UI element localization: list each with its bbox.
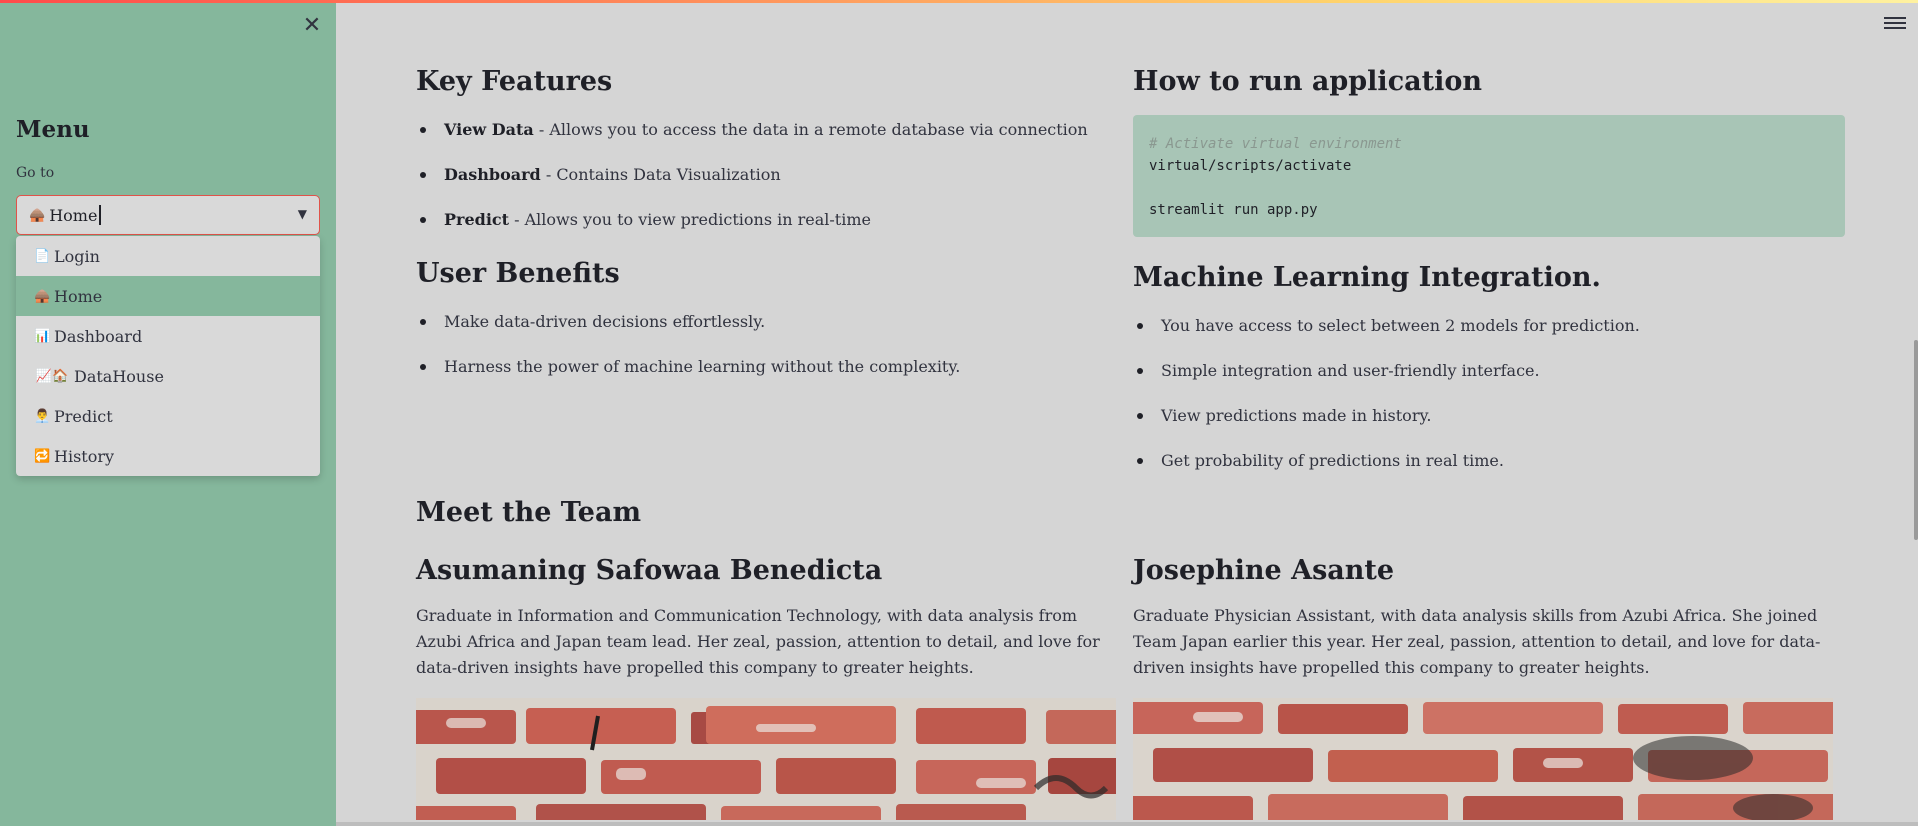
feature-name: View Data — [444, 120, 534, 139]
list-item: Get probability of predictions in real t… — [1133, 451, 1845, 471]
option-label: Login — [54, 246, 100, 266]
key-features-heading: Key Features — [416, 66, 613, 97]
team-member-photo — [1133, 698, 1833, 820]
option-history[interactable]: 🔁 History — [16, 436, 320, 476]
person-emoji-icon: 👨‍💼 — [34, 408, 51, 424]
text-cursor — [99, 205, 101, 225]
list-item: Dashboard - Contains Data Visualization — [416, 165, 1096, 185]
feature-desc: - Allows you to view predictions in real… — [509, 210, 871, 229]
option-label: History — [54, 446, 115, 466]
option-label: Predict — [54, 406, 113, 426]
option-home[interactable]: 🛖 Home — [16, 276, 320, 316]
list-item: Harness the power of machine learning wi… — [416, 357, 1096, 377]
bar-chart-emoji-icon: 📊 — [34, 328, 51, 344]
member-bio: Graduate in Information and Communicatio… — [416, 606, 1100, 677]
user-benefits-heading: User Benefits — [416, 258, 620, 289]
user-benefits-list: Make data-driven decisions effortlessly.… — [416, 312, 1096, 402]
team-heading: Meet the Team — [416, 497, 642, 528]
list-item: Simple integration and user-friendly int… — [1133, 361, 1845, 381]
option-label: DataHouse — [74, 366, 164, 386]
page-select-value: Home — [49, 205, 98, 225]
select-label: Go to — [16, 165, 55, 181]
feature-name: Dashboard — [444, 165, 541, 184]
code-line: virtual/scripts/activate — [1149, 158, 1352, 174]
main-content: Key Features View Data - Allows you to a… — [336, 0, 1918, 826]
trend-house-emoji-icon: 📈🏠 — [35, 368, 69, 384]
option-dashboard[interactable]: 📊 Dashboard — [16, 316, 320, 356]
option-login[interactable]: 📄 Login — [16, 236, 320, 276]
top-decoration-bar — [0, 0, 1918, 3]
feature-name: Predict — [444, 210, 510, 229]
member-name: Asumaning Safowaa Benedicta — [416, 555, 883, 586]
key-features-list: View Data - Allows you to access the dat… — [416, 120, 1096, 255]
member-bio: Graduate Physician Assistant, with data … — [1133, 606, 1821, 677]
option-predict[interactable]: 👨‍💼 Predict — [16, 396, 320, 436]
house-emoji-icon: 🛖 — [34, 288, 51, 304]
team-member-photo — [416, 698, 1116, 820]
close-icon[interactable]: ✕ — [302, 13, 322, 38]
list-item: View Data - Allows you to access the dat… — [416, 120, 1096, 140]
how-to-run-heading: How to run application — [1133, 66, 1482, 97]
page-select-dropdown: 📄 Login 🛖 Home 📊 Dashboard 📈🏠 DataHouse … — [16, 236, 320, 476]
list-item: Make data-driven decisions effortlessly. — [416, 312, 1096, 332]
page-emoji-icon: 📄 — [34, 248, 51, 264]
sidebar: ✕ Menu Go to 🛖 Home ▼ 📄 Login 🛖 Home 📊 D… — [0, 0, 336, 826]
code-block[interactable]: # Activate virtual environment virtual/s… — [1133, 115, 1845, 237]
sidebar-title: Menu — [16, 116, 90, 143]
list-item: View predictions made in history. — [1133, 406, 1845, 426]
option-datahouse[interactable]: 📈🏠 DataHouse — [16, 356, 320, 396]
house-emoji-icon: 🛖 — [29, 207, 46, 223]
chevron-down-icon[interactable]: ▼ — [297, 207, 307, 221]
option-label: Dashboard — [54, 326, 143, 346]
code-comment: # Activate virtual environment — [1149, 136, 1402, 152]
ml-integration-heading: Machine Learning Integration. — [1133, 262, 1601, 293]
page-select[interactable]: 🛖 Home ▼ — [16, 195, 320, 235]
list-item: Predict - Allows you to view predictions… — [416, 210, 1096, 230]
code-line: streamlit run app.py — [1149, 202, 1318, 218]
feature-desc: - Contains Data Visualization — [540, 165, 781, 184]
horizontal-scrollbar[interactable] — [336, 822, 1918, 826]
hamburger-menu-icon[interactable] — [1884, 14, 1906, 32]
list-item: You have access to select between 2 mode… — [1133, 316, 1845, 336]
option-label: Home — [54, 286, 103, 306]
member-name: Josephine Asante — [1133, 555, 1395, 586]
ml-integration-list: You have access to select between 2 mode… — [1133, 316, 1845, 496]
vertical-scrollbar[interactable] — [1914, 340, 1918, 540]
repeat-emoji-icon: 🔁 — [34, 448, 51, 464]
feature-desc: - Allows you to access the data in a rem… — [533, 120, 1088, 139]
